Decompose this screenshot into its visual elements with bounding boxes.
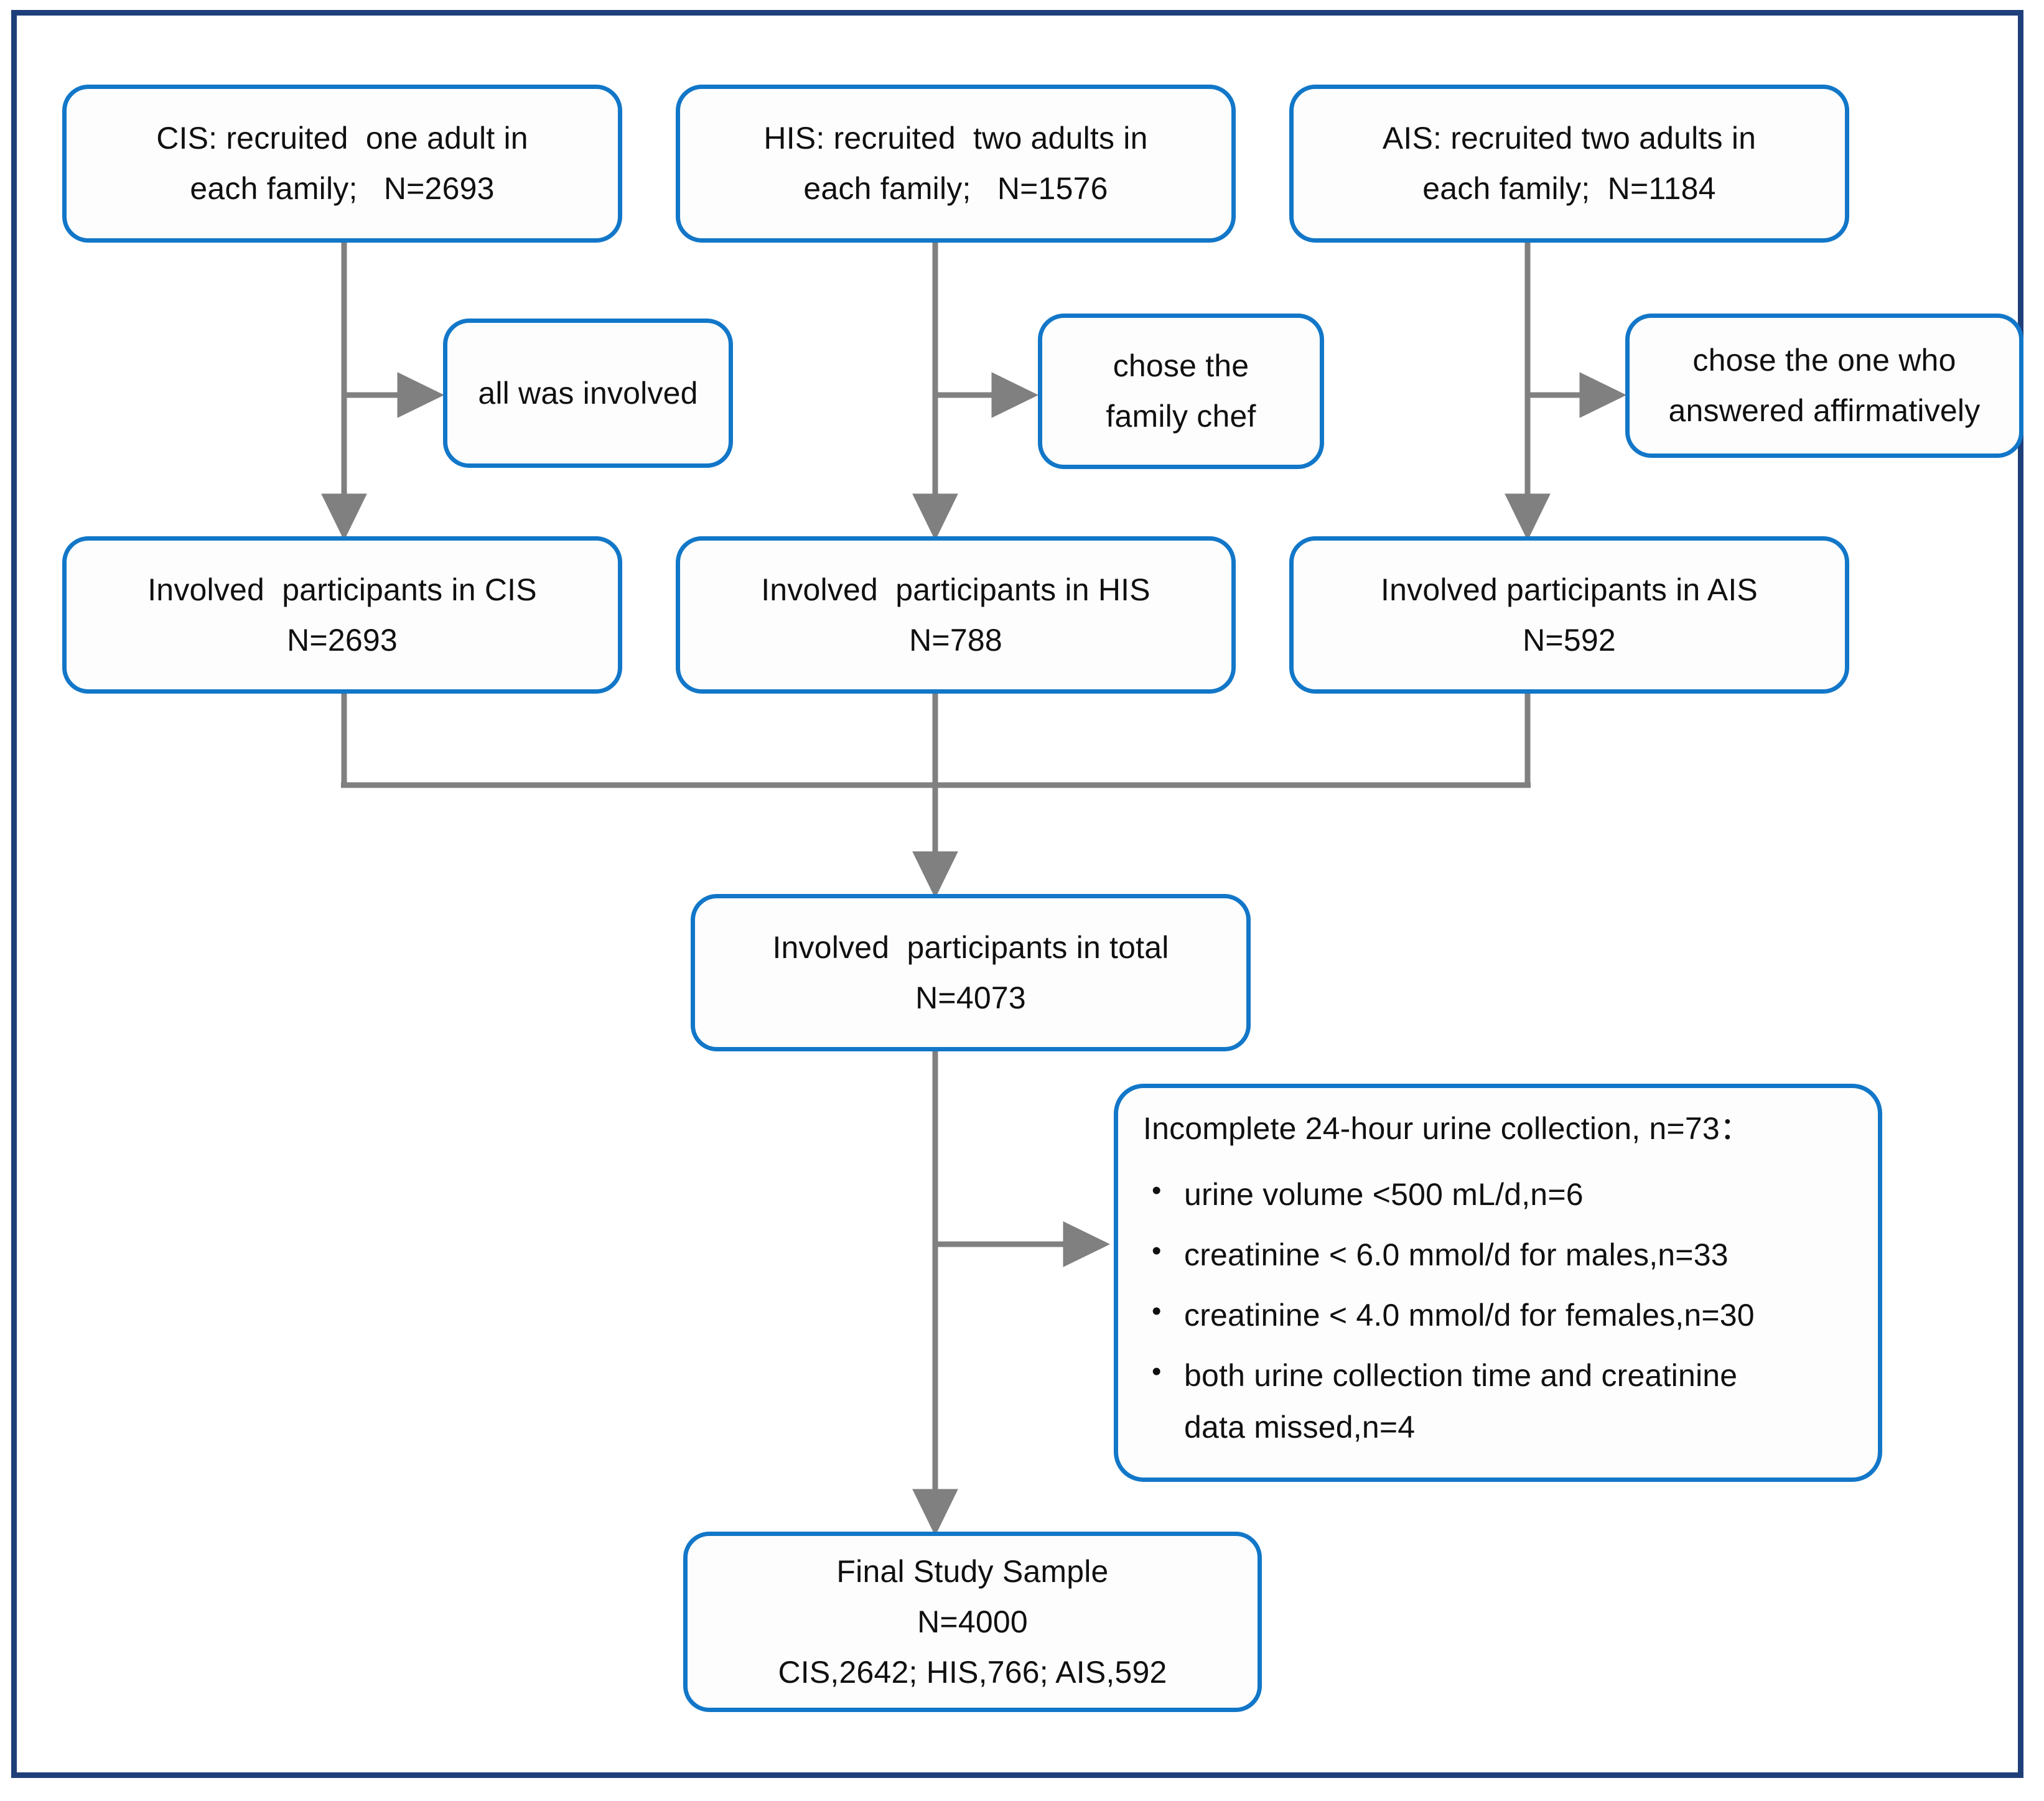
- exclusion-item-urine-volume-text: urine volume <500 mL/d,n=6: [1184, 1177, 1584, 1212]
- node-final-sample[interactable]: Final Study Sample N=4000 CIS,2642; HIS,…: [683, 1532, 1262, 1712]
- cis-involved-line-1: Involved participants in CIS: [147, 572, 537, 607]
- node-cis-source[interactable]: CIS: recruited one adult in each family;…: [62, 85, 622, 243]
- node-his-source[interactable]: HIS: recruited two adults in each family…: [676, 85, 1236, 243]
- exclusion-item-creatinine-females-text: creatinine < 4.0 mmol/d for females,n=30: [1184, 1298, 1755, 1333]
- total-involved-line-2: N=4073: [915, 980, 1026, 1015]
- node-ais-source[interactable]: AIS: recruited two adults in each family…: [1289, 85, 1849, 243]
- final-sample-line-3: CIS,2642; HIS,766; AIS,592: [778, 1654, 1167, 1690]
- exclusion-item-missing-data: both urine collection time and creatinin…: [1143, 1349, 1857, 1453]
- node-his-rule[interactable]: chose the family chef: [1038, 314, 1324, 469]
- node-total-involved[interactable]: Involved participants in total N=4073: [691, 894, 1251, 1051]
- exclusion-bullet-list: urine volume <500 mL/d,n=6 creatinine < …: [1143, 1160, 1857, 1462]
- cis-rule-line-1: all was involved: [478, 375, 698, 411]
- exclusion-item-missing-data-text: both urine collection time and creatinin…: [1184, 1358, 1738, 1393]
- node-ais-rule[interactable]: chose the one who answered affirmatively: [1625, 314, 2023, 458]
- node-his-involved[interactable]: Involved participants in HIS N=788: [676, 536, 1236, 694]
- his-rule-line-2: family chef: [1106, 399, 1256, 434]
- his-source-line-1: HIS: recruited two adults in: [763, 121, 1148, 156]
- final-sample-line-1: Final Study Sample: [836, 1553, 1109, 1589]
- exclusion-item-creatinine-males-text: creatinine < 6.0 mmol/d for males,n=33: [1184, 1237, 1729, 1272]
- ais-involved-line-2: N=592: [1523, 622, 1616, 658]
- node-exclusion-criteria[interactable]: Incomplete 24-hour urine collection, n=7…: [1114, 1084, 1882, 1482]
- node-cis-rule[interactable]: all was involved: [443, 319, 733, 468]
- his-rule-line-1: chose the: [1113, 348, 1249, 383]
- cis-source-line-1: CIS: recruited one adult in: [156, 121, 528, 156]
- exclusion-panel-title: Incomplete 24-hour urine collection, n=7…: [1143, 1111, 1752, 1146]
- ais-rule-line-2: answered affirmatively: [1668, 393, 1981, 428]
- his-involved-line-2: N=788: [909, 622, 1002, 658]
- total-involved-line-1: Involved participants in total: [772, 929, 1169, 965]
- ais-source-line-2: each family; N=1184: [1422, 171, 1716, 206]
- ais-rule-line-1: chose the one who: [1692, 343, 1956, 378]
- final-sample-line-2: N=4000: [917, 1604, 1028, 1639]
- node-cis-involved[interactable]: Involved participants in CIS N=2693: [62, 536, 622, 694]
- exclusion-item-creatinine-females: creatinine < 4.0 mmol/d for females,n=30: [1143, 1288, 1857, 1341]
- ais-involved-line-1: Involved participants in AIS: [1381, 572, 1758, 607]
- cis-source-line-2: each family; N=2693: [190, 171, 495, 206]
- exclusion-item-urine-volume: urine volume <500 mL/d,n=6: [1143, 1168, 1857, 1221]
- exclusion-item-missing-data-cont: data missed,n=4: [1184, 1410, 1416, 1445]
- ais-source-line-1: AIS: recruited two adults in: [1382, 121, 1757, 156]
- his-involved-line-1: Involved participants in HIS: [761, 572, 1150, 607]
- exclusion-item-creatinine-males: creatinine < 6.0 mmol/d for males,n=33: [1143, 1228, 1857, 1281]
- cis-involved-line-2: N=2693: [287, 622, 398, 658]
- his-source-line-2: each family; N=1576: [803, 171, 1108, 206]
- node-ais-involved[interactable]: Involved participants in AIS N=592: [1289, 536, 1849, 694]
